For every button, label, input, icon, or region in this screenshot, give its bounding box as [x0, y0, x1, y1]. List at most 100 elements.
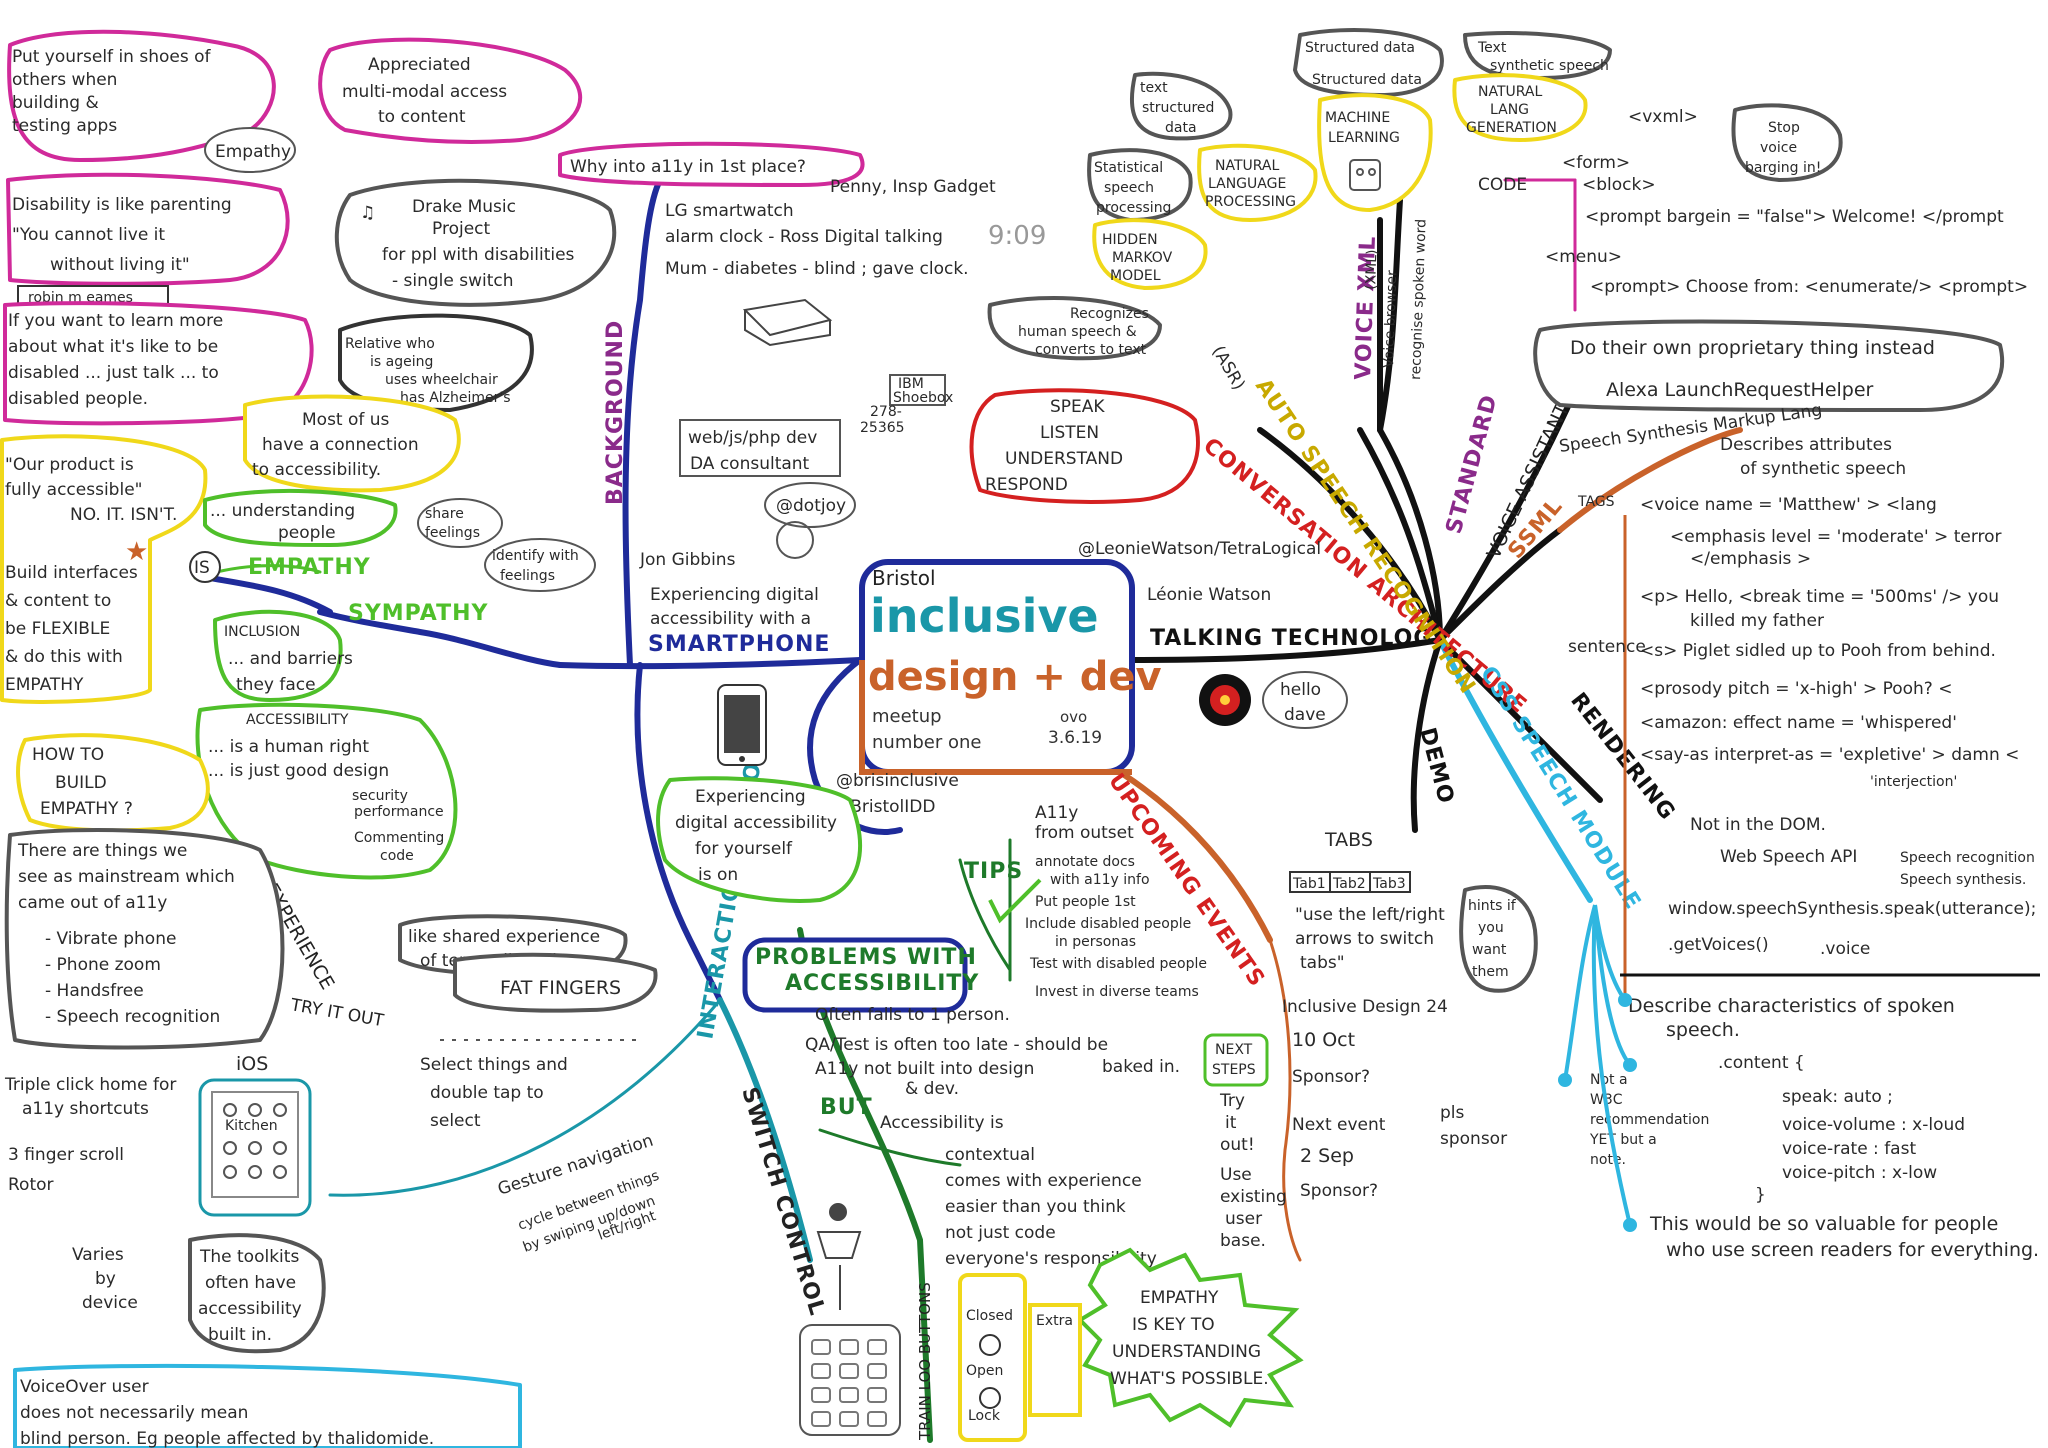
- label-smartphone: SMARTPHONE: [648, 632, 830, 657]
- ibm-1: IBM: [898, 376, 924, 392]
- shared-1: like shared experience: [408, 927, 600, 947]
- ios-title: iOS: [236, 1053, 268, 1075]
- text-syn-1: Text: [1477, 40, 1507, 56]
- form-tag: <form>: [1562, 153, 1630, 173]
- jon: Jon Gibbins: [639, 550, 736, 570]
- empathy-key-star: EMPATHY IS KEY TO UNDERSTANDING WHAT'S P…: [1076, 1247, 1304, 1428]
- css-close: }: [1755, 1185, 1766, 1205]
- share-1: share: [425, 506, 464, 522]
- accessibility-3: ... is just good design: [208, 761, 389, 781]
- notw3c-5: note.: [1590, 1152, 1626, 1168]
- css-content: .content {: [1718, 1053, 1805, 1073]
- appreciated-1: Appreciated: [368, 55, 471, 75]
- empathy-bubble: Empathy: [215, 142, 291, 162]
- pls-1: pls: [1440, 1103, 1465, 1123]
- ssml-p-1: <p> Hello, <break time = '500ms' /> you: [1640, 587, 1999, 607]
- clock-digits: 9:09: [988, 221, 1046, 251]
- accessibility-1: ACCESSIBILITY: [246, 712, 349, 728]
- css-prop-3: voice-rate : fast: [1782, 1139, 1916, 1159]
- label-talking: TALKING TECHNOLOGY: [1150, 626, 1449, 651]
- stat-3: processing: [1096, 200, 1171, 216]
- parenting-1: Disability is like parenting: [12, 195, 232, 215]
- notw3c-3: recommendation: [1590, 1112, 1709, 1128]
- hal-eye-icon: [1199, 674, 1251, 726]
- leonie-1: @LeonieWatson/TetraLogical: [1078, 539, 1321, 559]
- triple-2: a11y shortcuts: [22, 1099, 149, 1119]
- demo-quote-1: "use the left/right: [1295, 905, 1445, 925]
- ssml-sayas-2: 'interjection': [1870, 774, 1957, 790]
- accessibility-2: ... is a human right: [208, 737, 369, 757]
- use-2: existing: [1220, 1187, 1287, 1207]
- list-4: - Speech recognition: [45, 1007, 220, 1027]
- center-meetup: meetup: [872, 706, 942, 727]
- inclusion-3: they face: [236, 675, 316, 695]
- describes-1: Describes attributes: [1720, 435, 1892, 455]
- topright-notes: Structured data Structured data Text syn…: [1087, 28, 2028, 380]
- ios-section: iOS Kitchen Triple click home for a11y s…: [4, 1053, 522, 1448]
- stop-1: Stop: [1768, 120, 1800, 136]
- appreciated-2: multi-modal access: [342, 82, 507, 102]
- product-3: NO. IT. ISN'T.: [70, 505, 177, 525]
- middle-notes: Why into a11y in 1st place? Penny, Insp …: [420, 141, 1348, 1436]
- tip-2: from outset: [1035, 823, 1134, 843]
- ssml-s: <s> Piglet sidled up to Pooh from behind…: [1640, 641, 1996, 661]
- event-sponsor2: Sponsor?: [1300, 1181, 1378, 1201]
- drake-4: - single switch: [392, 271, 514, 291]
- connection-2: have a connection: [262, 435, 419, 455]
- identify-2: feelings: [500, 568, 555, 584]
- stop-2: voice: [1760, 140, 1797, 156]
- ssml-voice: <voice name = 'Matthew' > <lang: [1640, 495, 1937, 515]
- notw3c-1: Not a: [1590, 1072, 1628, 1088]
- ibm-2: Shoebox: [893, 390, 953, 406]
- structured-2: Structured data: [1312, 72, 1422, 88]
- tip-4: with a11y info: [1050, 872, 1150, 888]
- tips-section: A11y from outset annotate docs with a11y…: [988, 803, 1207, 1000]
- ssml-emph-1: <emphasis level = 'moderate' > terror: [1670, 527, 2002, 547]
- nlg-2: LANG: [1490, 102, 1529, 118]
- problems-section: PROBLEMS WITH ACCESSIBILITY Often falls …: [742, 937, 1180, 1099]
- accessibility-4: security: [352, 788, 408, 804]
- problem-3: baked in.: [1102, 1057, 1180, 1077]
- topleft-notes: Put yourself in shoes of others when bui…: [3, 29, 617, 493]
- expyourself-1: Experiencing: [695, 787, 806, 807]
- right-notes: Do their own proprietary thing instead A…: [1533, 319, 2040, 1261]
- understanding-2: people: [278, 523, 336, 543]
- talk-1: If you want to learn more: [8, 311, 223, 331]
- tick-icon: [988, 878, 1042, 924]
- build-1: Build interfaces: [5, 563, 138, 583]
- relative-4: has Alzheimer's: [400, 390, 511, 406]
- recog-1: Speech recognition: [1900, 850, 2035, 866]
- expyourself-3: for yourself: [695, 839, 793, 859]
- left-notes: "Our product is fully accessible" NO. IT…: [0, 434, 658, 1050]
- loo-extra: Extra: [1036, 1313, 1073, 1329]
- tab-1: Tab1: [1292, 876, 1326, 892]
- label-background: BACKGROUND: [603, 320, 628, 505]
- label-standard: STANDARD: [1442, 392, 1503, 537]
- nlg-1: NATURAL: [1478, 84, 1542, 100]
- star-2: IS KEY TO: [1132, 1315, 1215, 1335]
- star-3: UNDERSTANDING: [1112, 1342, 1261, 1362]
- varies-2: by: [95, 1269, 116, 1289]
- label-tryit: TRY IT OUT: [288, 995, 386, 1031]
- alarm: alarm clock - Ross Digital talking: [665, 227, 943, 247]
- hello-1: hello: [1280, 680, 1321, 700]
- but-1: contextual: [945, 1145, 1035, 1165]
- mainstream-3: came out of a11y: [18, 893, 167, 913]
- problems-title-1: PROBLEMS WITH: [755, 945, 977, 970]
- phone-sketch-icon: [717, 684, 767, 766]
- recognizes-2: human speech &: [1018, 324, 1137, 340]
- label-css-speech: CSS SPEECH MODULE: [1475, 662, 1646, 914]
- identify-1: identify with: [492, 548, 579, 564]
- howto-3: EMPATHY ?: [40, 799, 133, 819]
- connection-3: to accessibility.: [252, 460, 381, 480]
- hints-2: you: [1478, 920, 1504, 936]
- exp-1: Experiencing digital: [650, 585, 819, 605]
- list-2: - Phone zoom: [45, 955, 161, 975]
- speak-3: UNDERSTAND: [1005, 449, 1123, 469]
- center-design-dev: design + dev: [868, 654, 1162, 700]
- problems-title-2: ACCESSIBILITY: [785, 971, 979, 996]
- dotjoy: @dotjoy: [776, 496, 846, 516]
- relative-1: Relative who: [345, 336, 435, 352]
- voiceover-3: blind person. Eg people affected by thal…: [20, 1429, 434, 1448]
- branch-lines: [193, 177, 1743, 1443]
